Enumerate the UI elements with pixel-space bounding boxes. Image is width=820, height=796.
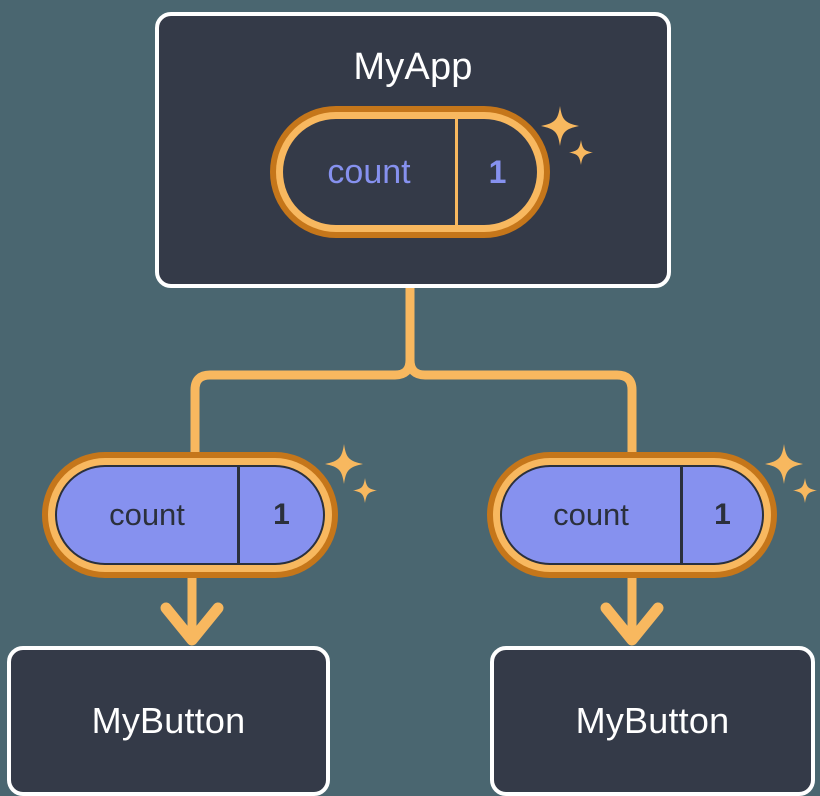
state-key-label: count [553,497,629,532]
arrow-down-icon-left [160,578,224,646]
connector-root-to-right [405,283,637,457]
state-value-label: 1 [455,119,537,225]
connector-layer [160,283,664,646]
component-card-mybutton-right[interactable]: MyButton [490,646,815,796]
component-label: MyButton [575,700,730,741]
state-key-label: count [327,152,411,191]
diagram-canvas: MyApp count 1 count 1 MyBut [7,12,817,796]
component-label: MyButton [91,700,246,741]
connector-root-to-left [190,283,415,457]
state-pill-inner-ring: count 1 [48,458,332,572]
state-key-label: count [109,497,185,532]
state-pill-child-right[interactable]: count 1 [487,452,777,578]
state-value-label: 1 [237,467,323,563]
state-value-label: 1 [680,467,762,563]
state-pill-child-left[interactable]: count 1 [42,452,338,578]
state-pill-inner-ring: count 1 [276,112,544,232]
state-pill-inner-ring: count 1 [493,458,771,572]
state-pill-myapp[interactable]: count 1 [270,106,550,238]
state-pill-body: count 1 [283,119,537,225]
page-title: MyApp [353,46,473,88]
state-pill-body: count 1 [500,465,764,565]
component-card-mybutton-left[interactable]: MyButton [7,646,330,796]
state-pill-body: count 1 [55,465,325,565]
arrow-down-icon-right [600,578,664,646]
